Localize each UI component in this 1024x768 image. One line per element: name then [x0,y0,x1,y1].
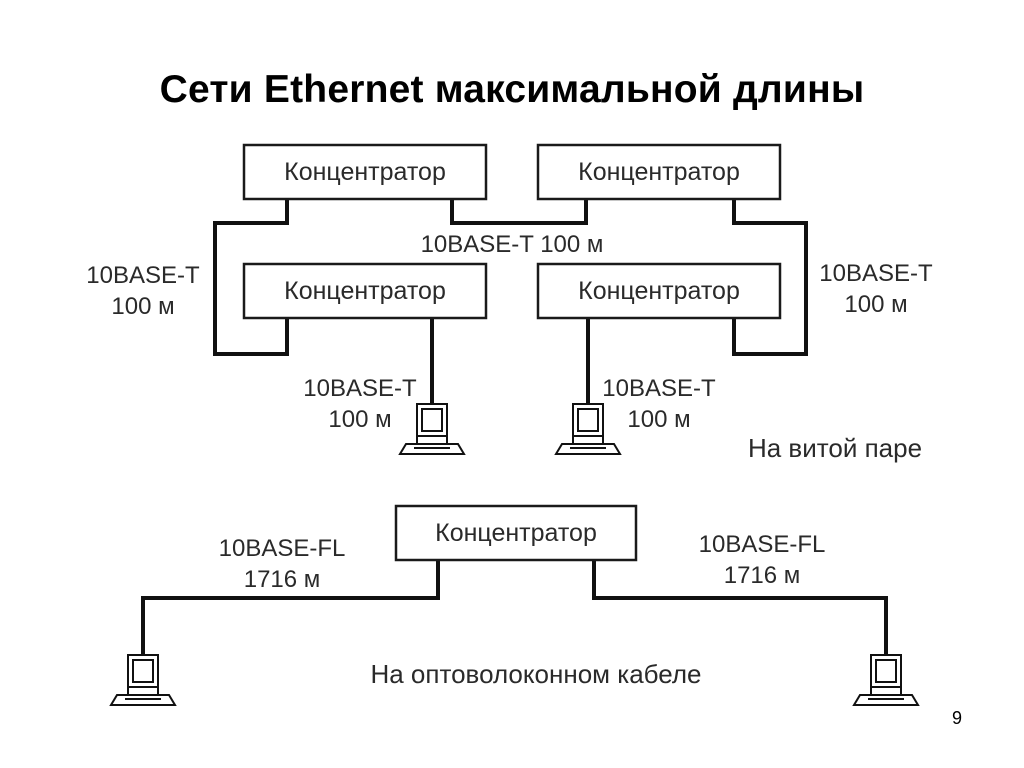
tp-link-pc-right-length: 100 м [627,406,690,433]
tp-link-left-type: 10BASE-T [86,262,200,289]
fiber-link-left-type: 10BASE-FL [219,535,346,562]
tp-link-right-loop [732,197,808,356]
tp-link-top-hubs [450,197,588,225]
computer-icon [554,403,622,455]
tp-link-left-loop [213,197,289,356]
hub-label: Концентратор [284,158,446,186]
hub-label: Концентратор [578,277,740,305]
hub-bottom-left: Концентратор [242,262,488,320]
twisted-pair-section-label: На витой паре [748,433,922,463]
fiber-link-right-type: 10BASE-FL [699,531,826,558]
tp-link-pc-right-type: 10BASE-T [602,375,716,402]
tp-link-left-length: 100 м [111,293,174,320]
hub-label: Концентратор [284,277,446,305]
hub-top-right: Концентратор [536,143,782,201]
slide-title: Сети Ethernet максимальной длины [159,68,865,111]
fiber-link-left [141,558,440,657]
hub-fiber: Концентратор [394,504,638,562]
tp-link-pc-left-type: 10BASE-T [303,375,417,402]
fiber-link-left-length: 1716 м [244,566,321,593]
tp-link-pc-left-length: 100 м [328,406,391,433]
hub-top-left: Концентратор [242,143,488,201]
fiber-section-label: На оптоволоконном кабеле [370,659,701,689]
hub-bottom-right: Концентратор [536,262,782,320]
computer-icon [398,403,466,455]
hub-label: Концентратор [578,158,740,186]
tp-link-right-type: 10BASE-T [819,260,933,287]
computer-icon [109,654,177,706]
page-number: 9 [951,708,962,728]
tp-link-top-label: 10BASE-T 100 м [421,231,604,258]
hub-label: Концентратор [435,519,597,547]
fiber-link-right [592,558,888,657]
tp-link-right-length: 100 м [844,291,907,318]
fiber-link-right-length: 1716 м [724,562,801,589]
computer-icon [852,654,920,706]
